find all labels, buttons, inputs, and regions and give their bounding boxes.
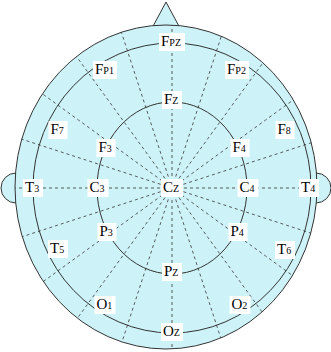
radial-line <box>172 188 292 276</box>
electrode-label: F7 <box>49 121 68 139</box>
electrode-name: F8 <box>278 121 293 139</box>
electrode-label: F4 <box>231 139 250 157</box>
electrode-label: T6 <box>275 241 295 259</box>
electrode-label: FP1 <box>93 61 117 79</box>
inner-ring <box>97 102 247 274</box>
electrode-name: C3 <box>90 179 107 197</box>
electrode-name: C4 <box>240 179 257 197</box>
electrode-label: O2 <box>230 296 251 314</box>
electrode-name: PZ <box>164 263 180 281</box>
radial-lines <box>15 25 317 349</box>
electrode-name: P4 <box>231 223 246 241</box>
electrode-name: T3 <box>25 179 41 197</box>
electrode-name: P3 <box>100 223 115 241</box>
electrode-label: T3 <box>23 179 43 197</box>
head-outline <box>15 25 317 349</box>
electrode-name: F7 <box>51 121 66 139</box>
outer-ring <box>33 43 311 333</box>
electrode-name: FPZ <box>161 33 183 51</box>
electrode-label: O1 <box>95 296 116 314</box>
radial-line <box>172 188 262 312</box>
electrode-name: FP1 <box>95 61 115 79</box>
radial-line <box>42 94 172 188</box>
electrode-label: PZ <box>162 263 182 281</box>
radial-line <box>121 32 172 188</box>
electrode-name: F3 <box>99 139 114 157</box>
radial-line <box>172 36 221 188</box>
radial-line <box>172 63 263 188</box>
electrode-label: FZ <box>162 91 182 109</box>
electrode-label: T5 <box>48 240 68 258</box>
electrode-name: T4 <box>301 179 317 197</box>
electrode-label: F8 <box>276 121 295 139</box>
radial-line <box>77 188 172 318</box>
electrode-name: T5 <box>50 240 66 258</box>
electrode-label: F3 <box>97 139 116 157</box>
electrode-label: P4 <box>229 223 248 241</box>
electrode-name: FP2 <box>227 61 247 79</box>
electrode-label: FPZ <box>159 33 185 51</box>
electrode-name: F4 <box>233 139 248 157</box>
electrode-label: FP2 <box>225 61 249 79</box>
electrode-label: P3 <box>98 223 117 241</box>
electrode-name: O2 <box>232 296 249 314</box>
radial-line <box>172 100 293 188</box>
electrode-name: T6 <box>277 241 293 259</box>
electrode-name: CZ <box>163 179 181 197</box>
electrode-name: OZ <box>163 323 181 341</box>
electrode-name: FZ <box>164 91 180 109</box>
electrode-label: CZ <box>161 179 183 197</box>
radial-line <box>43 188 172 281</box>
electrode-label: OZ <box>161 323 183 341</box>
electrode-name: O1 <box>97 296 114 314</box>
electrode-label: C4 <box>238 179 259 197</box>
electrode-label: T4 <box>299 179 319 197</box>
electrode-label: C3 <box>88 179 109 197</box>
